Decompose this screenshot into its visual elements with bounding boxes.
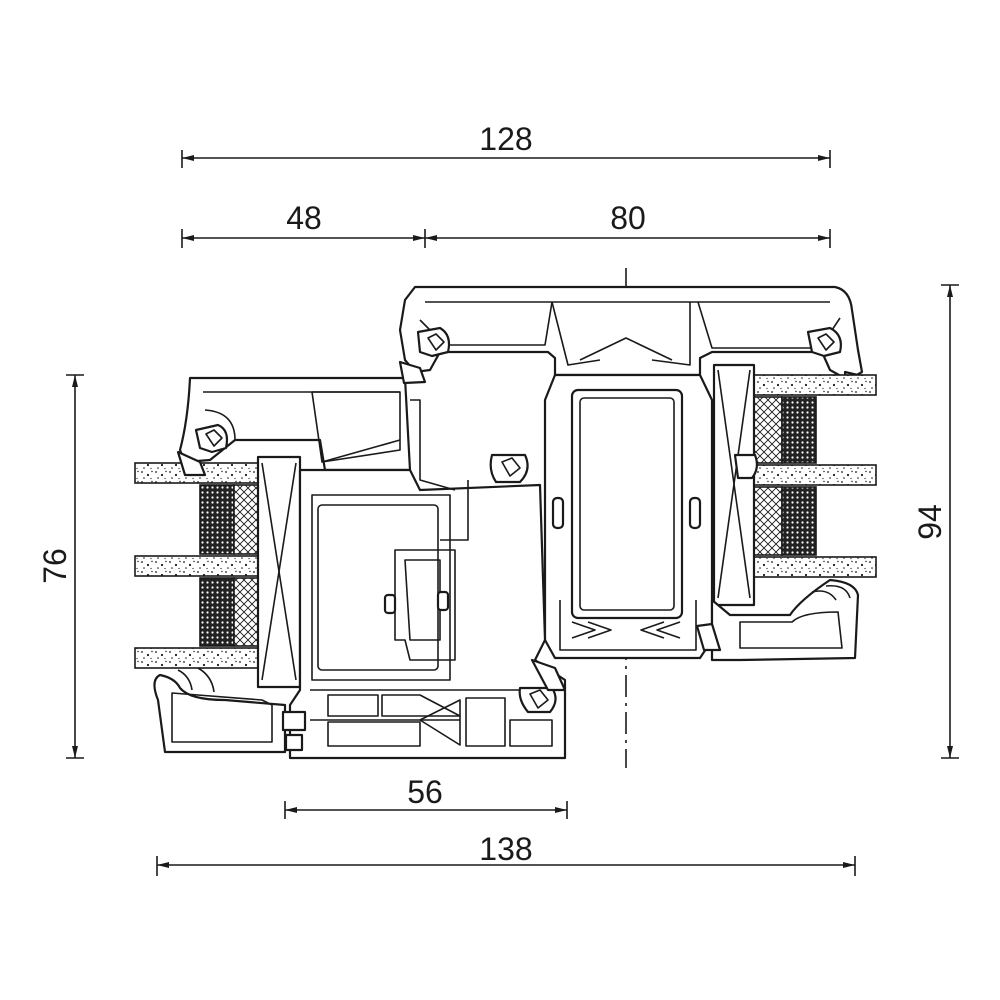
dimension-bottom-total: 138 <box>156 831 856 876</box>
dimension-left-height: 76 <box>37 374 84 759</box>
dimension-bottom-inner: 56 <box>284 774 568 819</box>
right-glass-pane-bottom <box>739 556 877 578</box>
dimension-top-split: 48 80 <box>181 200 831 248</box>
right-glazing-unit <box>712 363 877 607</box>
dimension-right-height: 94 <box>912 284 959 759</box>
right-spacer-hatch-bottom <box>753 486 783 556</box>
dimension-label-top-left: 48 <box>286 200 322 236</box>
left-glass-pane-middle <box>134 555 266 577</box>
right-spacer-top <box>781 396 817 464</box>
right-spacer-hatch-top <box>753 396 783 464</box>
right-glass-pane-top <box>739 374 877 396</box>
left-spacer-bottom <box>199 577 235 647</box>
dimension-label-top-total: 128 <box>479 121 532 157</box>
dimension-label-top-right: 80 <box>610 200 646 236</box>
right-spacer-bottom <box>781 486 817 556</box>
left-spacer-top <box>199 484 235 555</box>
left-glazing-unit <box>134 455 302 689</box>
dimension-label-bottom-inner: 56 <box>407 774 443 810</box>
right-sash-profile <box>695 578 860 662</box>
left-sash-profile <box>153 667 287 754</box>
dimension-label-right-height: 94 <box>912 504 948 540</box>
left-sash-inner <box>281 399 567 760</box>
dimension-top-total: 128 <box>181 121 831 168</box>
left-sash-upper <box>176 376 412 477</box>
right-glass-pane-middle <box>739 464 877 486</box>
dimension-label-bottom-total: 138 <box>479 831 532 867</box>
left-glass-pane-bottom <box>134 647 266 669</box>
dimension-label-left-height: 76 <box>37 548 73 584</box>
